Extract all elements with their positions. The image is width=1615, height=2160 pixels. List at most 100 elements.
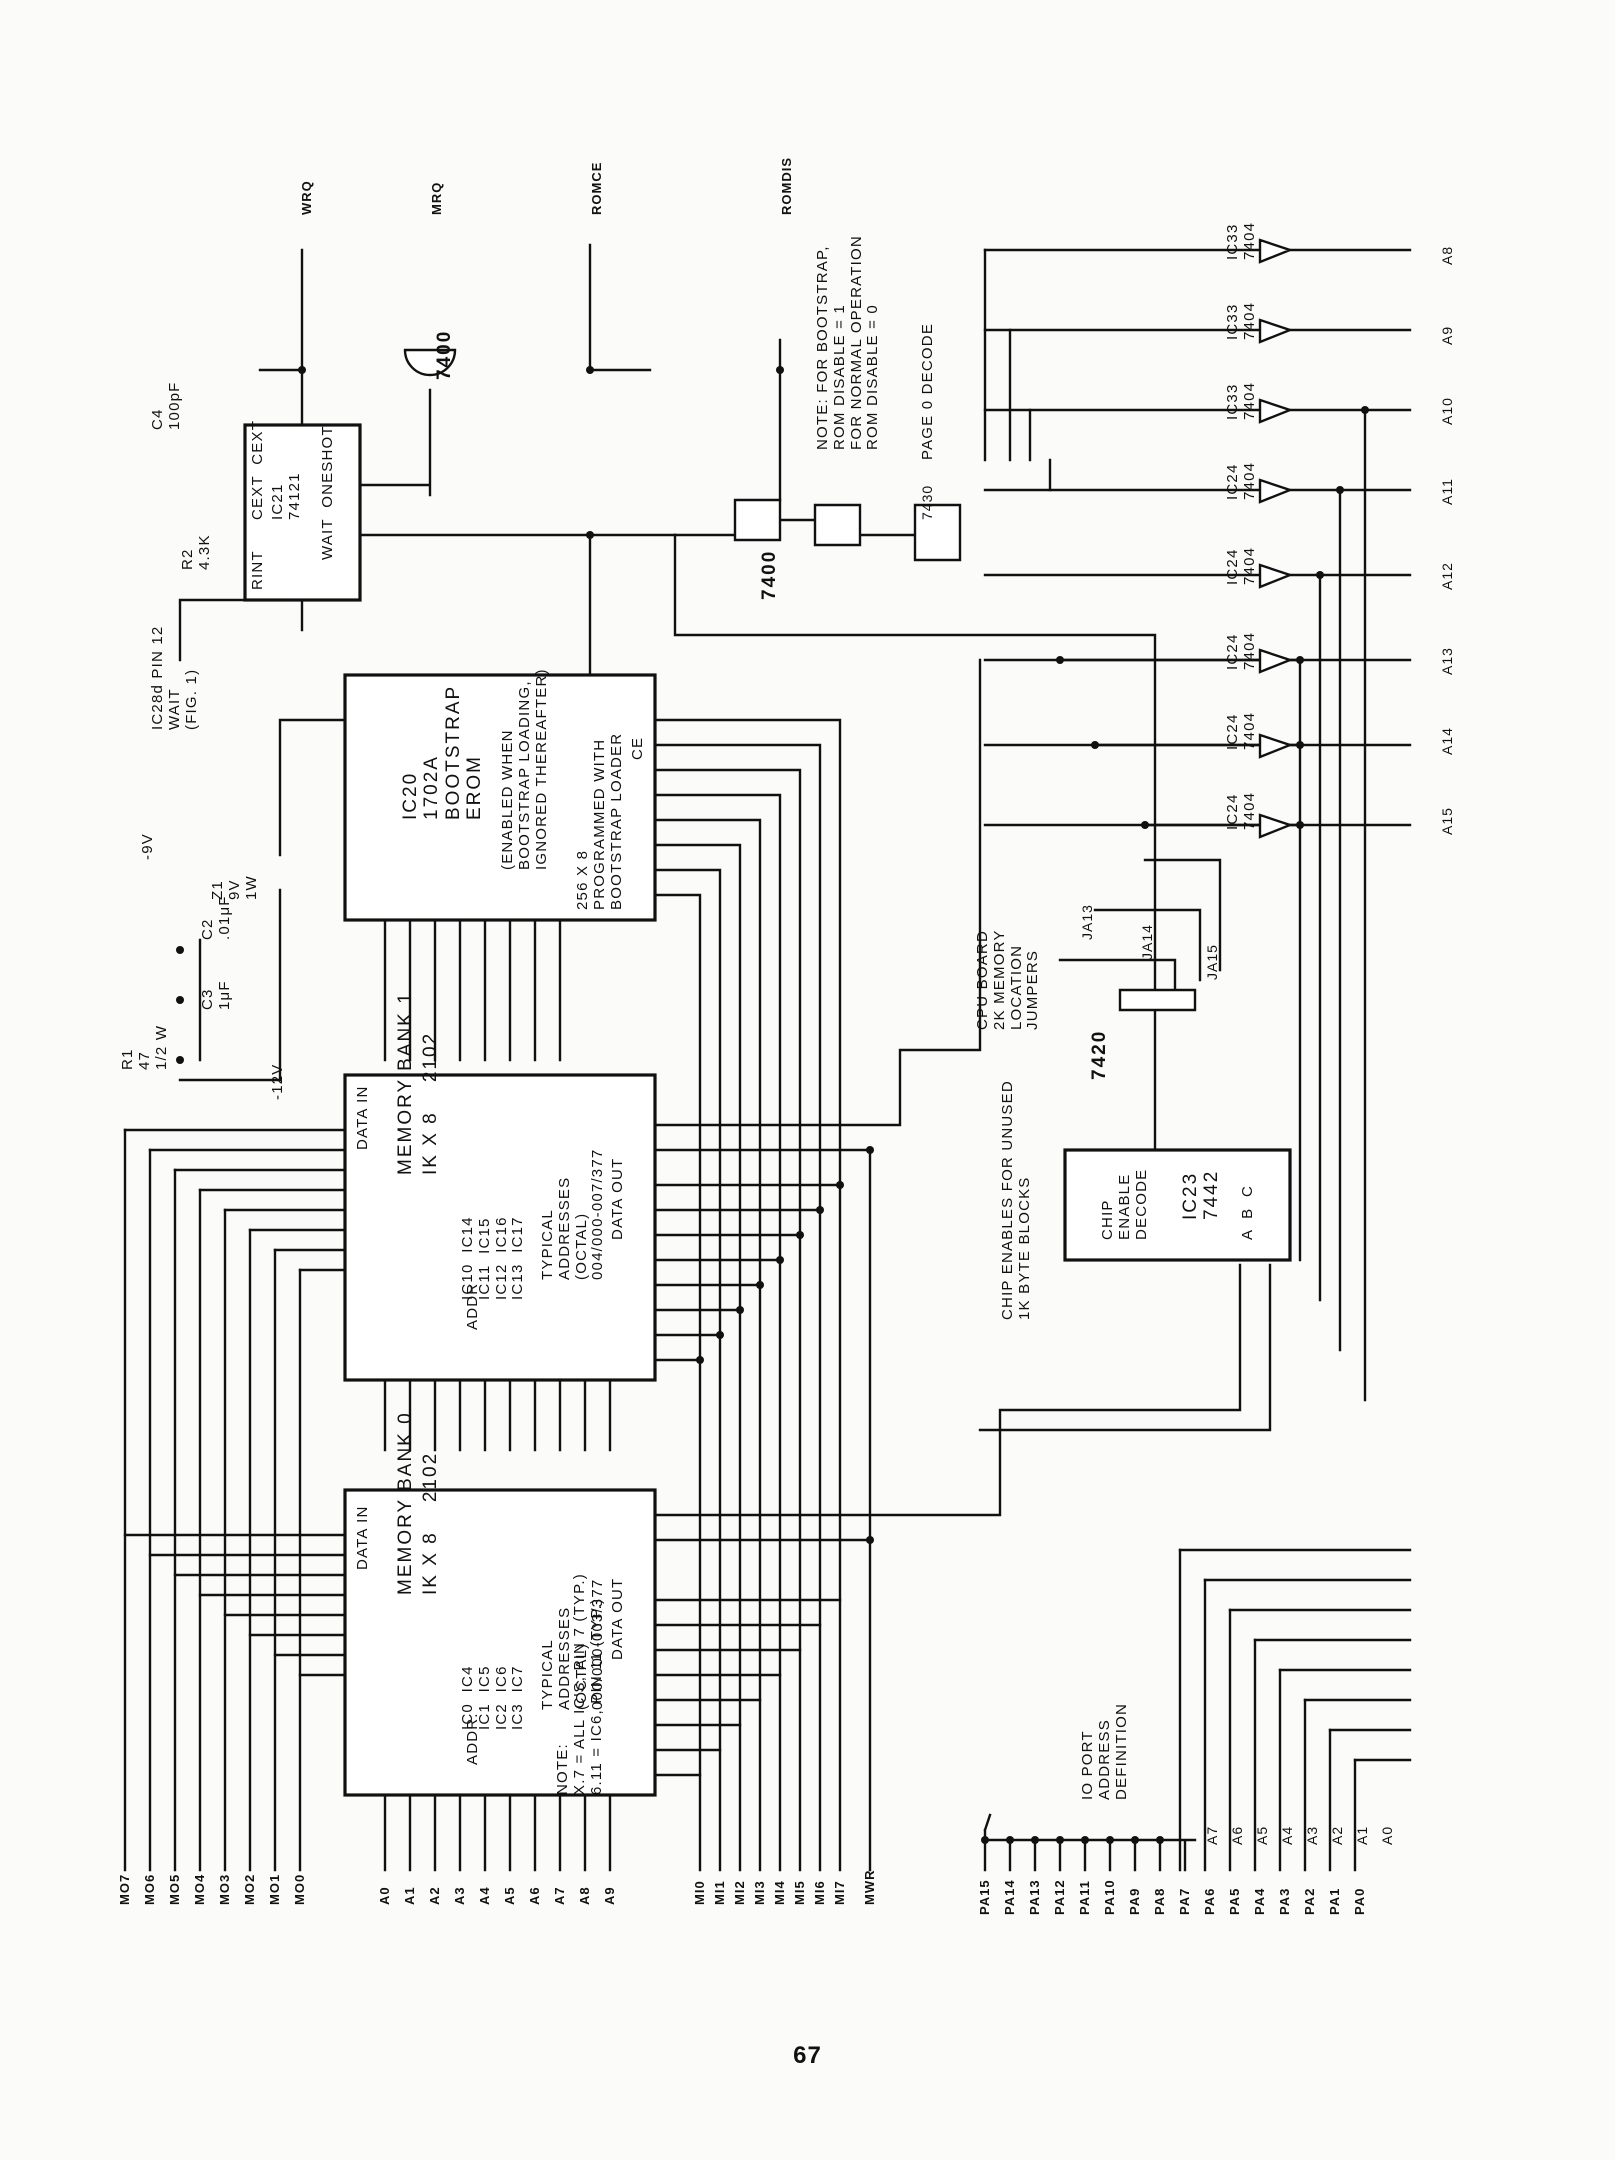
decoder-box xyxy=(1063,1148,1292,1262)
component-c3: C3 1μF xyxy=(199,980,233,1010)
oneshot-ic: IC21 74121 xyxy=(269,472,303,520)
label-7420: 7420 xyxy=(1089,1029,1110,1080)
memory-bank-1-box xyxy=(343,1073,657,1382)
memory-bank-1-data-out: DATA OUT xyxy=(609,1157,626,1240)
erom-note: (ENABLED WHEN BOOTSTRAP LOADING, IGNORED… xyxy=(499,668,550,870)
inverter-a15: A15 xyxy=(1439,807,1455,835)
decoder-inputs: A B C xyxy=(1239,1184,1256,1240)
inverter-ic-a8: IC33 7404 xyxy=(1224,221,1258,260)
bus-pa15: PA15 xyxy=(977,1879,992,1915)
erom-ce: CE xyxy=(629,736,646,760)
mo-bus-lines xyxy=(123,1128,347,1872)
io-a3: A3 xyxy=(1304,1825,1320,1845)
memory-bank-0-note: NOTE: X.7 = ALL IC'S, PIN 7 (TYP.) 6.11 … xyxy=(554,1573,605,1795)
memory-bank-0-data-in: DATA IN xyxy=(354,1505,371,1570)
bus-mo4: MO4 xyxy=(192,1873,207,1905)
io-a1: A1 xyxy=(1354,1825,1370,1845)
gate-22d xyxy=(403,348,457,377)
inverter-a10: A10 xyxy=(1439,397,1455,425)
oneshot-rint: RINT xyxy=(249,550,266,590)
signal-mrq: MRQ xyxy=(429,181,444,215)
bus-pa10: PA10 xyxy=(1102,1879,1117,1915)
bus-pa14: PA14 xyxy=(1002,1879,1017,1915)
bus-pa12: PA12 xyxy=(1052,1879,1067,1915)
bus-pa6: PA6 xyxy=(1202,1887,1217,1915)
memory-bank-0-box xyxy=(343,1488,657,1797)
component-z1: Z1 9V 1W xyxy=(209,875,260,900)
bus-a9: A9 xyxy=(602,1886,617,1905)
note-bootstrap: NOTE: FOR BOOTSTRAP, ROM DISABLE = 1 FOR… xyxy=(814,235,882,450)
bus-mo2: MO2 xyxy=(242,1873,257,1905)
jumper-ja14: JA14 xyxy=(1139,924,1155,960)
memory-bank-1-subtitle: IK X 8 2102 xyxy=(420,1031,441,1175)
inverter-lines xyxy=(983,248,1412,1402)
inverter-ic-a13: IC24 7404 xyxy=(1224,631,1258,670)
bus-pa11: PA11 xyxy=(1077,1880,1092,1915)
bus-pa3: PA3 xyxy=(1277,1887,1292,1915)
io-a6: A6 xyxy=(1229,1825,1245,1845)
component-r2: R2 4.3K xyxy=(179,534,213,570)
component-r1: R1 47 1/2 W xyxy=(119,1024,170,1070)
inverter-a12: A12 xyxy=(1439,562,1455,590)
inverter-a9: A9 xyxy=(1439,325,1455,345)
bus-pa7: PA7 xyxy=(1177,1887,1192,1915)
control-lines xyxy=(178,243,1222,1152)
memory-bank-0-subtitle: IK X 8 2102 xyxy=(420,1451,441,1595)
gate-symbols xyxy=(403,238,1294,1012)
io-a5: A5 xyxy=(1254,1825,1270,1845)
bus-pa1: PA1 xyxy=(1327,1887,1342,1915)
label-7430: 7430 xyxy=(919,484,935,520)
jumper-ja13: JA13 xyxy=(1079,904,1095,940)
bus-mi6: MI6 xyxy=(812,1880,827,1905)
bus-mi2: MI2 xyxy=(732,1880,747,1905)
bus-pa5: PA5 xyxy=(1227,1887,1242,1915)
io-a2: A2 xyxy=(1329,1825,1345,1845)
memory-bank-1-addr: ADDR xyxy=(464,1282,481,1330)
erom-title: IC20 1702A BOOTSTRAP EROM xyxy=(400,684,485,820)
bus-mi1: MI1 xyxy=(712,1880,727,1905)
inverter-ic-a11: IC24 7404 xyxy=(1224,461,1258,500)
inverter-ic-a9: IC33 7404 xyxy=(1224,301,1258,340)
memory-bank-0-addr: ADDR. xyxy=(464,1712,481,1765)
component-c2: C2 .01μF xyxy=(199,895,233,940)
bus-a4: A4 xyxy=(477,1886,492,1905)
jumper-ja15: JA15 xyxy=(1204,944,1220,980)
memory-bank-1-data-in: DATA IN xyxy=(354,1085,371,1150)
label-7400-b: 7400 xyxy=(759,549,780,600)
label-7400-a: 7400 xyxy=(434,329,455,380)
io-a4: A4 xyxy=(1279,1825,1295,1845)
inverter-ic-a12: IC24 7404 xyxy=(1224,546,1258,585)
inverter-ic-a10: IC33 7404 xyxy=(1224,381,1258,420)
signal-romdis: ROMDIS xyxy=(779,157,794,215)
memory-bank-1-title: MEMORY BANK 1 xyxy=(395,991,416,1175)
bus-pa2: PA2 xyxy=(1302,1887,1317,1915)
bus-mo7: MO7 xyxy=(117,1873,132,1905)
note-wait-ref: IC28d PIN 12 WAIT (FIG. 1) xyxy=(149,625,200,730)
bus-a2: A2 xyxy=(427,1886,442,1905)
bus-pa8: PA8 xyxy=(1152,1887,1167,1915)
decoder-ic: IC23 7442 xyxy=(1180,1169,1223,1220)
bus-a7: A7 xyxy=(552,1886,567,1905)
inverter-ic-a15: IC24 7404 xyxy=(1224,791,1258,830)
voltage-minus9: -9V xyxy=(139,833,156,860)
bus-pa0: PA0 xyxy=(1352,1887,1367,1915)
bus-pa9: PA9 xyxy=(1127,1887,1142,1915)
note-chip-enables: CHIP ENABLES FOR UNUSED 1K BYTE BLOCKS xyxy=(999,1080,1033,1320)
pa-bus-lines xyxy=(983,1548,1412,1872)
page-number: 67 xyxy=(793,2042,822,2069)
note-page0: PAGE 0 DECODE xyxy=(919,322,936,460)
bus-mo5: MO5 xyxy=(167,1873,182,1905)
bus-pa4: PA4 xyxy=(1252,1887,1267,1915)
oneshot-label: WAIT ONESHOT xyxy=(319,425,336,560)
voltage-minus12: -12V xyxy=(269,1063,286,1101)
bus-mi5: MI5 xyxy=(792,1880,807,1905)
bus-mi7: MI7 xyxy=(832,1880,847,1905)
decoder-title: CHIP ENABLE DECODE xyxy=(1099,1168,1150,1240)
bus-mi0: MI0 xyxy=(692,1880,707,1905)
bus-mwr: MWR xyxy=(862,1869,877,1906)
a-bus-lines xyxy=(383,918,612,1872)
inverter-a8: A8 xyxy=(1439,245,1455,265)
bus-a3: A3 xyxy=(452,1886,467,1905)
inverter-a13: A13 xyxy=(1439,647,1455,675)
